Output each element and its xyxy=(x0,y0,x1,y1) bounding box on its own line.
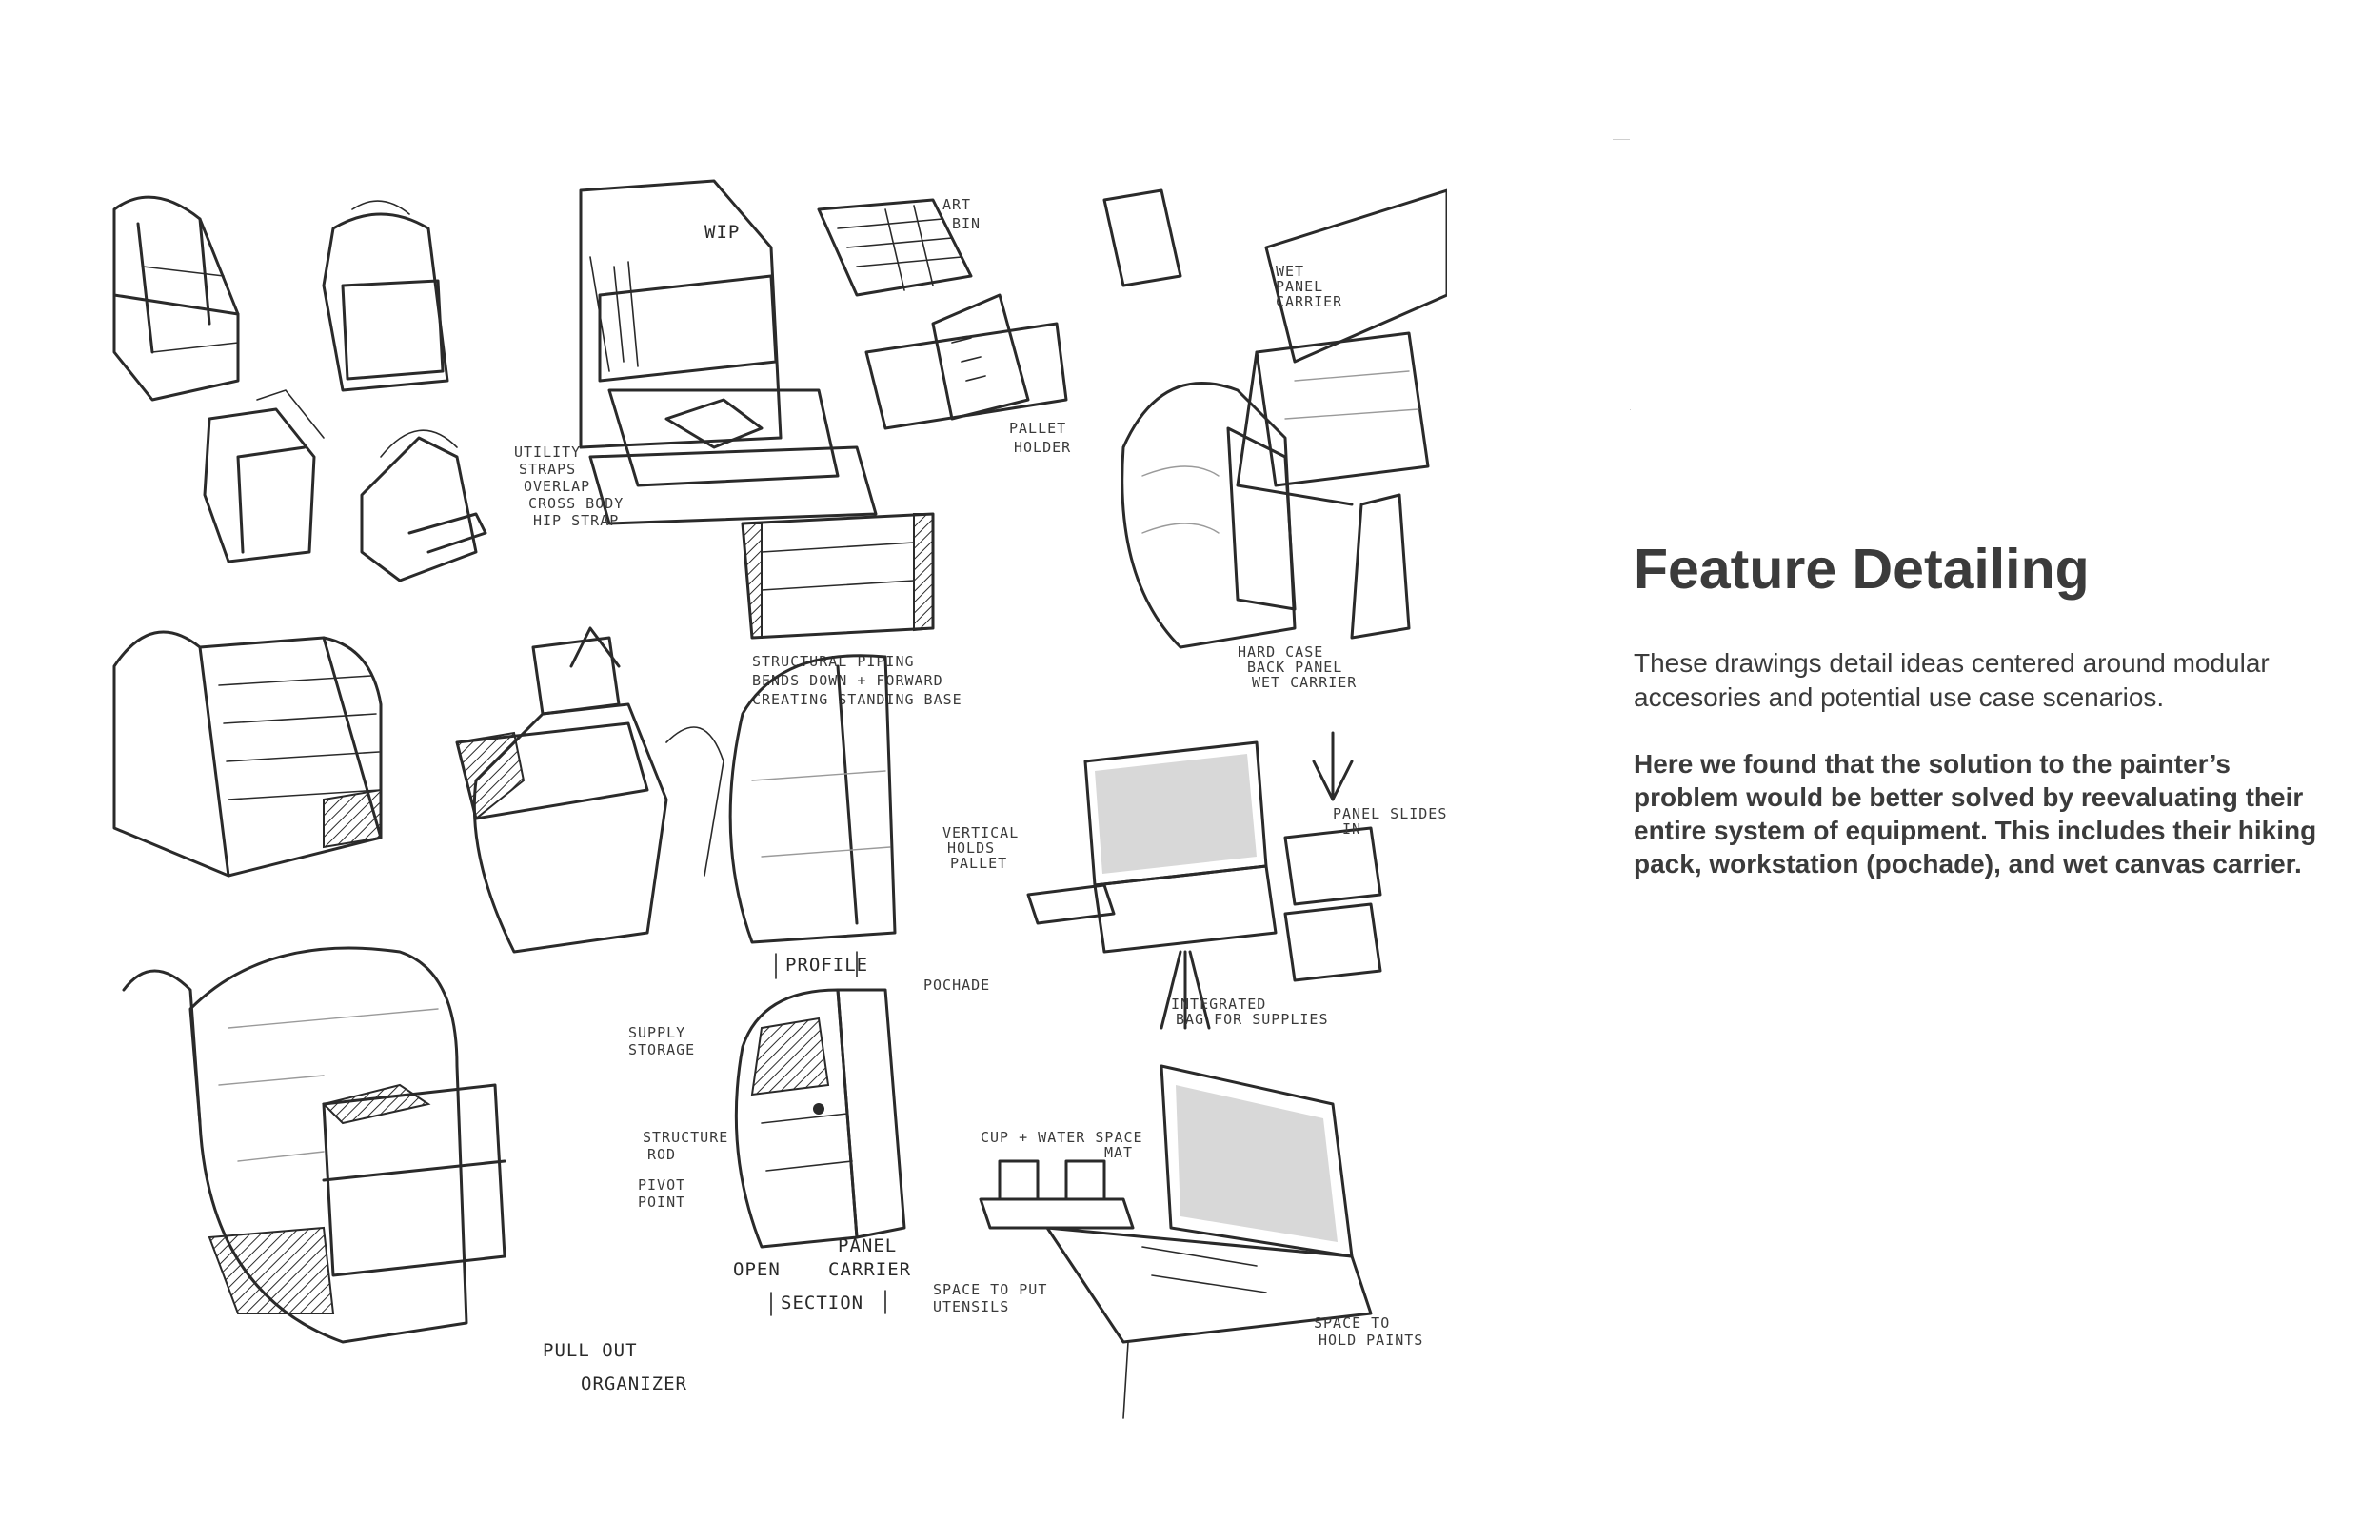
svg-text:OVERLAP: OVERLAP xyxy=(524,478,590,495)
concept-sketches: WIP ART BIN PALLET HOLDER STRUCTURAL PIP… xyxy=(112,179,1447,1419)
sketch-art-bin: ART BIN xyxy=(817,196,981,297)
edge-mark xyxy=(1630,409,1631,410)
note-cup-1: CUP + WATER SPACE xyxy=(981,1129,1143,1146)
note-structural-2: BENDS DOWN + FORWARD xyxy=(752,672,943,689)
sketch-hard-case-backpack: HARD CASE BACK PANEL WET CARRIER xyxy=(1121,382,1411,691)
note-hard-1: HARD CASE xyxy=(1238,643,1323,661)
note-hard-2: BACK PANEL xyxy=(1247,659,1342,676)
note-panel-carrier-2: CARRIER xyxy=(828,1259,911,1280)
note-bag-1: INTEGRATED xyxy=(1171,996,1266,1013)
text-panel: Feature Detailing These drawings detail … xyxy=(1634,539,2338,881)
note-hard-3: WET CARRIER xyxy=(1252,674,1357,691)
note-slides-2: IN xyxy=(1342,820,1361,838)
note-wet-1: WET xyxy=(1276,263,1304,280)
note-paints-2: HOLD PAINTS xyxy=(1319,1332,1423,1349)
note-vertical-2: HOLDS xyxy=(947,839,995,857)
note-art-bin-2: BIN xyxy=(952,215,981,232)
note-open: OPEN xyxy=(733,1259,781,1280)
sketch-structural-base: STRUCTURAL PIPING BENDS DOWN + FORWARD C… xyxy=(741,512,962,708)
note-supply-2: STORAGE xyxy=(628,1041,695,1058)
sketch-open-pochade-case: CUP + WATER SPACE MAT SPACE TO PUT UTENS… xyxy=(933,1064,1423,1419)
svg-text:CROSS BODY: CROSS BODY xyxy=(528,495,624,512)
svg-text:UTILITY: UTILITY xyxy=(514,444,581,461)
note-bag-2: BAG FOR SUPPLIES xyxy=(1176,1011,1329,1028)
note-pallet-1: PALLET xyxy=(1009,420,1066,437)
note-wet-3: CARRIER xyxy=(1276,293,1342,310)
note-pochade: POCHADE xyxy=(923,977,990,994)
intro-paragraph: These drawings detail ideas centered aro… xyxy=(1634,647,2270,712)
body-paragraph: Here we found that the solution to the p… xyxy=(1634,748,2317,879)
sketch-pochade-easel: VERTICAL HOLDS PALLET PANEL SLIDES IN IN… xyxy=(942,731,1447,1030)
sketch-pull-out-organizer: PULL OUT ORGANIZER xyxy=(122,946,687,1394)
note-pallet-2: HOLDER xyxy=(1014,439,1071,456)
sketch-profile: PROFILE xyxy=(728,654,897,979)
note-structural-1: STRUCTURAL PIPING xyxy=(752,653,915,670)
note-supply-1: SUPPLY xyxy=(628,1024,685,1041)
sketch-wip-station: WIP xyxy=(579,179,878,525)
svg-text:STRAPS: STRAPS xyxy=(519,461,576,478)
note-structural-3: CREATING STANDING BASE xyxy=(752,691,962,708)
sketch-sheet: WIP ART BIN PALLET HOLDER STRUCTURAL PIP… xyxy=(95,171,1447,1428)
note-utensils-1: SPACE TO PUT xyxy=(933,1281,1047,1298)
note-profile: PROFILE xyxy=(785,955,868,976)
note-vertical-1: VERTICAL xyxy=(942,824,1019,841)
sketch-small-backpack-3 xyxy=(203,389,325,563)
sketch-small-backpack-4 xyxy=(360,429,487,582)
sketch-pallet-holder: PALLET HOLDER xyxy=(864,293,1071,456)
note-wip: WIP xyxy=(704,222,740,243)
sketch-full-backpack xyxy=(112,630,383,878)
sketch-small-backpack-1 xyxy=(112,195,240,402)
svg-text:HIP STRAP: HIP STRAP xyxy=(533,512,619,529)
note-paints-1: SPACE TO xyxy=(1314,1314,1390,1332)
note-pull-out-2: ORGANIZER xyxy=(581,1373,687,1394)
sketch-small-backpack-2 xyxy=(322,200,449,392)
note-pivot-2: POINT xyxy=(638,1194,685,1211)
corner-mark xyxy=(1613,139,1630,140)
note-pull-out-1: PULL OUT xyxy=(543,1340,638,1361)
note-pivot-1: PIVOT xyxy=(638,1176,685,1194)
note-rod-2: ROD xyxy=(647,1146,676,1163)
sketch-section: SUPPLY STORAGE POCHADE STRUCTURE ROD PIV… xyxy=(628,977,990,1316)
note-rod-1: STRUCTURE xyxy=(643,1129,728,1146)
note-utility-straps: UTILITY STRAPS OVERLAP CROSS BODY HIP ST… xyxy=(514,444,624,529)
note-art-bin-1: ART xyxy=(942,196,971,213)
page-title: Feature Detailing xyxy=(1634,538,2090,601)
sketch-wet-panel-carrier: WET PANEL CARRIER xyxy=(1102,188,1447,506)
note-utensils-2: UTENSILS xyxy=(933,1298,1009,1315)
note-slides-1: PANEL SLIDES xyxy=(1333,805,1447,822)
note-panel-carrier-1: PANEL xyxy=(838,1235,897,1256)
note-vertical-3: PALLET xyxy=(950,855,1007,872)
sketch-backpack-open-bin xyxy=(455,626,724,954)
note-section: SECTION xyxy=(781,1293,863,1313)
note-wet-2: PANEL xyxy=(1276,278,1323,295)
note-cup-2: MAT xyxy=(1104,1144,1133,1161)
